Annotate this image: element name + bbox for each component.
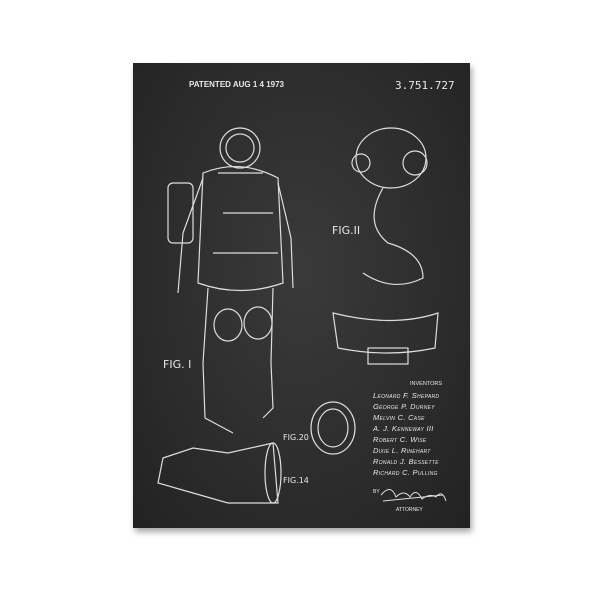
- inventor-name: Richard C. Pulling: [373, 468, 438, 477]
- inventor-name: George P. Durney: [373, 402, 435, 411]
- patent-poster: PATENTED AUG 1 4 1973 3.751.727 FIG. I F…: [133, 63, 470, 528]
- patent-number: 3.751.727: [395, 79, 455, 92]
- helmet-drawing: [332, 127, 439, 365]
- inventor-name: Dixie L. Rinehart: [373, 446, 431, 455]
- inventor-name: Robert C. Wise: [373, 435, 427, 444]
- fig-1-label: FIG. I: [163, 358, 192, 371]
- astronaut-drawing: [167, 127, 294, 434]
- inventors-heading: INVENTORS: [410, 381, 442, 387]
- patent-drawings: [157, 127, 439, 504]
- fig-11-label: FIG.II: [332, 224, 361, 237]
- fig-14-label: FIG.14: [283, 476, 309, 485]
- signature-scribble: [380, 489, 447, 502]
- patent-date: PATENTED AUG 1 4 1973: [189, 80, 284, 89]
- fig-20-label: FIG.20: [283, 433, 309, 442]
- ring-drawing: [310, 401, 356, 455]
- signature-role: ATTORNEY: [396, 507, 423, 513]
- signature-by: BY: [373, 489, 380, 495]
- inventor-name: Ronald J. Bessette: [373, 457, 439, 466]
- glove-drawing: [157, 442, 282, 504]
- inventor-name: A. J. Kenneway III: [373, 424, 434, 433]
- inventor-name: Leonard F. Shepard: [373, 391, 440, 400]
- inventor-name: Melvin C. Case: [373, 413, 425, 422]
